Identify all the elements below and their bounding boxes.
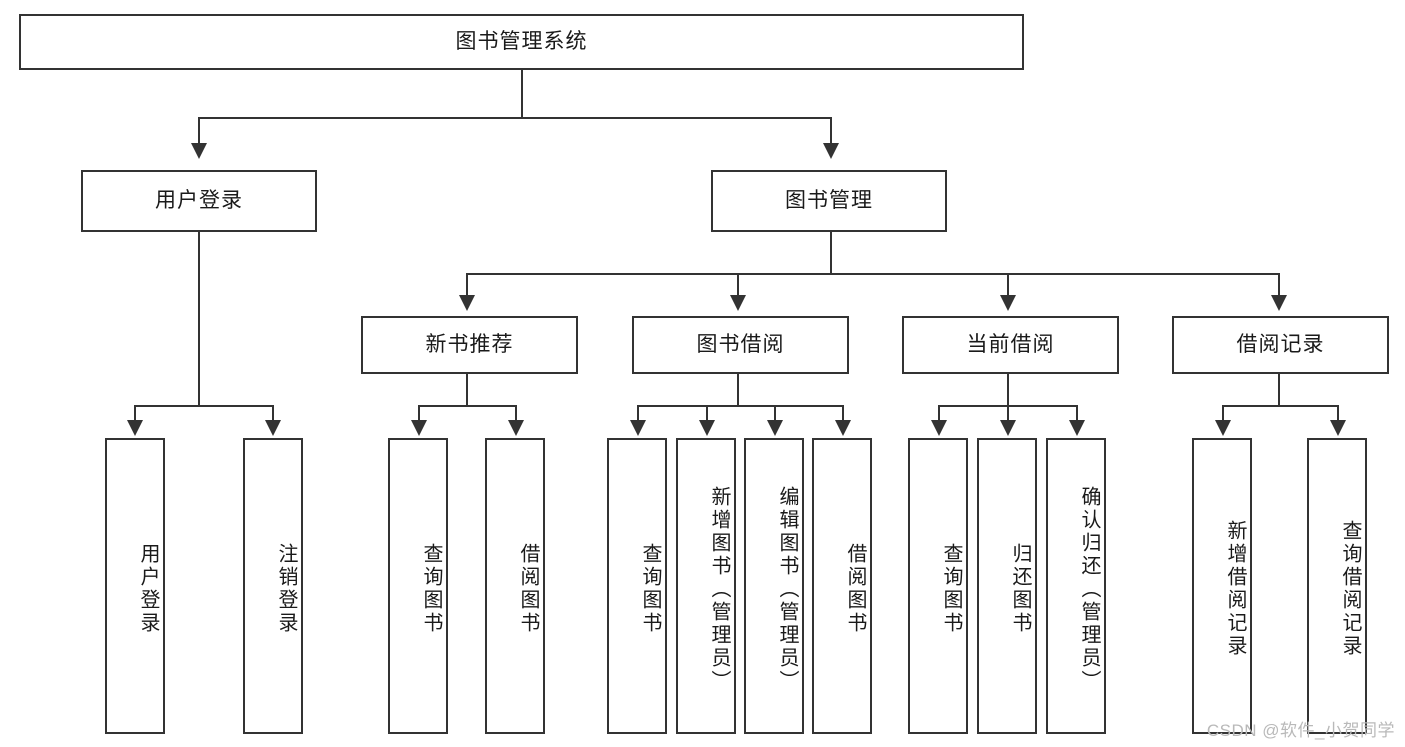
arrow-user-login-leaf-1: [127, 420, 143, 436]
node-current-borrow-label: 当前借阅: [966, 333, 1055, 357]
node-leaf-borrow-book-1[interactable]: 借阅图书: [485, 438, 545, 734]
edge-book-manage-drop-4: [1278, 273, 1280, 297]
node-root[interactable]: 图书管理系统: [19, 14, 1024, 70]
node-book-manage[interactable]: 图书管理: [711, 170, 947, 232]
node-user-login[interactable]: 用户登录: [81, 170, 317, 232]
node-leaf-borrow-book-1-label: 借阅图书: [517, 543, 539, 635]
edge-root-stem: [521, 70, 523, 118]
arrow-bb-leaf-1: [630, 420, 646, 436]
node-leaf-edit-book[interactable]: 编辑图书（管理员）: [744, 438, 804, 734]
edge-root-bus: [198, 117, 832, 119]
arrow-cb-leaf-1: [931, 420, 947, 436]
edge-current-borrow-stem: [1007, 374, 1009, 406]
edge-new-book-recommend-stem: [466, 374, 468, 406]
edge-user-login-stem: [198, 232, 200, 406]
edge-book-manage-stem: [830, 232, 832, 274]
arrow-bb-leaf-4: [835, 420, 851, 436]
edge-bb-drop-4: [842, 405, 844, 422]
node-leaf-add-book-label: 新增图书（管理员）: [708, 485, 730, 693]
edge-nbr-drop-1: [418, 405, 420, 422]
arrow-to-borrow-record: [1271, 295, 1287, 311]
arrow-root-to-user-login: [191, 143, 207, 159]
node-leaf-edit-book-label: 编辑图书（管理员）: [776, 485, 798, 693]
edge-nbr-drop-2: [515, 405, 517, 422]
node-book-manage-label: 图书管理: [785, 189, 873, 213]
edge-bb-drop-3: [774, 405, 776, 422]
edge-user-login-bus: [134, 405, 274, 407]
edge-book-manage-drop-1: [466, 273, 468, 297]
arrow-root-to-book-manage: [823, 143, 839, 159]
edge-bb-drop-1: [637, 405, 639, 422]
edge-book-borrow-bus: [637, 405, 844, 407]
node-leaf-user-login[interactable]: 用户登录: [105, 438, 165, 734]
node-leaf-confirm-return-label: 确认归还（管理员）: [1078, 485, 1100, 693]
arrow-to-book-borrow: [730, 295, 746, 311]
node-leaf-user-logout[interactable]: 注销登录: [243, 438, 303, 734]
arrow-cb-leaf-2: [1000, 420, 1016, 436]
node-leaf-add-record[interactable]: 新增借阅记录: [1192, 438, 1252, 734]
node-user-login-label: 用户登录: [155, 189, 243, 213]
edge-user-login-drop-1: [134, 405, 136, 422]
node-leaf-add-book[interactable]: 新增图书（管理员）: [676, 438, 736, 734]
edge-bb-drop-2: [706, 405, 708, 422]
arrow-bb-leaf-2: [699, 420, 715, 436]
node-borrow-record-label: 借阅记录: [1236, 333, 1325, 357]
node-current-borrow[interactable]: 当前借阅: [902, 316, 1119, 374]
node-borrow-record[interactable]: 借阅记录: [1172, 316, 1389, 374]
edge-cb-drop-1: [938, 405, 940, 422]
node-leaf-user-logout-label: 注销登录: [275, 543, 297, 635]
node-leaf-return-book-label: 归还图书: [1009, 543, 1031, 635]
edge-cb-drop-2: [1007, 405, 1009, 422]
edge-book-manage-bus: [466, 273, 1280, 275]
node-leaf-borrow-book-2[interactable]: 借阅图书: [812, 438, 872, 734]
node-leaf-return-book[interactable]: 归还图书: [977, 438, 1037, 734]
node-leaf-query-book-3[interactable]: 查询图书: [908, 438, 968, 734]
edge-user-login-drop-2: [272, 405, 274, 422]
arrow-to-new-book-recommend: [459, 295, 475, 311]
edge-book-borrow-stem: [737, 374, 739, 406]
node-leaf-query-book-2-label: 查询图书: [639, 543, 661, 635]
node-leaf-borrow-book-2-label: 借阅图书: [844, 543, 866, 635]
node-leaf-query-book-3-label: 查询图书: [940, 543, 962, 635]
edge-borrow-record-stem: [1278, 374, 1280, 406]
arrow-nbr-leaf-2: [508, 420, 524, 436]
node-leaf-query-book-1-label: 查询图书: [420, 543, 442, 635]
node-leaf-user-login-label: 用户登录: [137, 543, 159, 635]
arrow-bb-leaf-3: [767, 420, 783, 436]
node-book-borrow-label: 图书借阅: [696, 333, 785, 357]
arrow-br-leaf-1: [1215, 420, 1231, 436]
node-leaf-query-book-1[interactable]: 查询图书: [388, 438, 448, 734]
arrow-nbr-leaf-1: [411, 420, 427, 436]
node-new-book-recommend[interactable]: 新书推荐: [361, 316, 578, 374]
node-book-borrow[interactable]: 图书借阅: [632, 316, 849, 374]
edge-br-drop-1: [1222, 405, 1224, 422]
edge-root-to-user-login: [198, 117, 200, 145]
node-leaf-confirm-return[interactable]: 确认归还（管理员）: [1046, 438, 1106, 734]
node-leaf-query-book-2[interactable]: 查询图书: [607, 438, 667, 734]
edge-br-drop-2: [1337, 405, 1339, 422]
edge-borrow-record-bus: [1222, 405, 1339, 407]
node-leaf-query-record-label: 查询借阅记录: [1339, 520, 1361, 658]
arrow-to-current-borrow: [1000, 295, 1016, 311]
arrow-user-login-leaf-2: [265, 420, 281, 436]
node-new-book-recommend-label: 新书推荐: [425, 333, 514, 357]
node-leaf-query-record[interactable]: 查询借阅记录: [1307, 438, 1367, 734]
edge-new-book-recommend-bus: [418, 405, 517, 407]
node-leaf-add-record-label: 新增借阅记录: [1224, 520, 1246, 658]
edge-cb-drop-3: [1076, 405, 1078, 422]
edge-root-to-book-manage: [830, 117, 832, 145]
edge-book-manage-drop-3: [1007, 273, 1009, 297]
arrow-br-leaf-2: [1330, 420, 1346, 436]
node-root-label: 图书管理系统: [455, 30, 588, 54]
arrow-cb-leaf-3: [1069, 420, 1085, 436]
edge-book-manage-drop-2: [737, 273, 739, 297]
